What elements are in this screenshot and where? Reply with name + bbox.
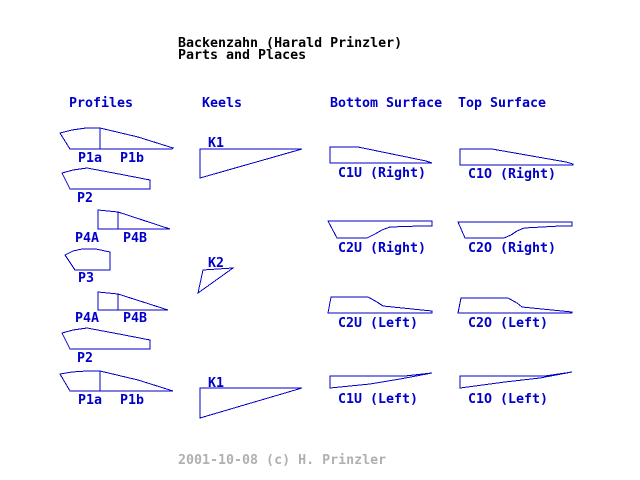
shape-keel-k1-lower xyxy=(199,387,303,419)
part-label-p1b: P1b xyxy=(120,393,145,408)
shape-profile-p1-lower xyxy=(59,370,174,392)
shape-keel-k2 xyxy=(197,267,235,295)
column-header-profiles: Profiles xyxy=(69,96,134,111)
part-label-c2o-right: C2O (Right) xyxy=(468,241,557,256)
part-label-c2u-right: C2U (Right) xyxy=(338,241,427,256)
shape-surface-c2o-right xyxy=(457,221,573,239)
part-label-p2: P2 xyxy=(77,191,94,206)
column-header-bottom-surface: Bottom Surface xyxy=(330,96,443,111)
shape-keel-k1-upper xyxy=(199,148,303,179)
shape-surface-c2u-right xyxy=(327,220,433,239)
shape-surface-c2u-left xyxy=(327,296,433,314)
copyright-footer: 2001-10-08 (c) H. Prinzler xyxy=(178,453,387,468)
shape-profile-p1-upper xyxy=(59,127,174,150)
part-label-c2o-left: C2O (Left) xyxy=(468,316,549,331)
part-label-c1u-left: C1U (Left) xyxy=(338,392,419,407)
shape-surface-c1o-left xyxy=(459,371,573,389)
part-label-c1o-right: C1O (Right) xyxy=(468,167,557,182)
part-label-p4b: P4B xyxy=(123,231,148,246)
part-label-p1a: P1a xyxy=(78,393,103,408)
part-label-k2: K2 xyxy=(208,256,225,271)
part-label-p1b: P1b xyxy=(120,151,145,166)
part-label-c1u-right: C1U (Right) xyxy=(338,166,427,181)
shape-surface-c2o-left xyxy=(457,297,573,314)
shape-profile-p4-lower xyxy=(97,291,169,311)
part-label-k1: K1 xyxy=(208,376,225,391)
part-label-c2u-left: C2U (Left) xyxy=(338,316,419,331)
shape-surface-c1o-right xyxy=(459,148,574,166)
column-header-keels: Keels xyxy=(202,96,243,111)
part-label-p4b: P4B xyxy=(123,311,148,326)
part-label-p3: P3 xyxy=(78,271,95,286)
part-label-p4a: P4A xyxy=(75,311,100,326)
page-subtitle: Parts and Places xyxy=(178,48,307,63)
column-header-top-surface: Top Surface xyxy=(458,96,547,111)
shape-profile-p2-lower xyxy=(61,327,151,350)
part-label-p4a: P4A xyxy=(75,231,100,246)
part-label-k1: K1 xyxy=(208,136,225,151)
shape-profile-p3 xyxy=(64,248,111,271)
part-label-c1o-left: C1O (Left) xyxy=(468,392,549,407)
shape-surface-c1u-left xyxy=(329,372,433,389)
shape-surface-c1u-right xyxy=(329,146,433,164)
shape-profile-p2-upper xyxy=(61,167,151,190)
shape-profile-p4-upper xyxy=(97,209,171,230)
part-label-p1a: P1a xyxy=(78,151,103,166)
page-title: Backenzahn (Harald Prinzler) xyxy=(178,36,403,51)
part-label-p2: P2 xyxy=(77,351,94,366)
